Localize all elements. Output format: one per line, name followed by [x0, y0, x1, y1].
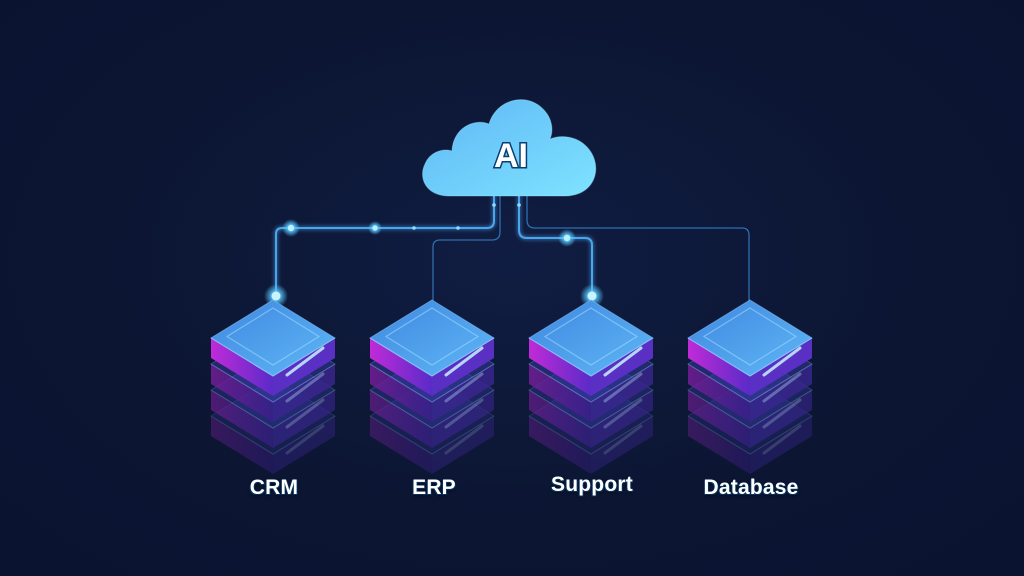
server-layer	[210, 299, 336, 396]
node-label-support: Support	[551, 473, 633, 496]
server-stack-icon	[369, 299, 495, 474]
connection-line-support	[518, 195, 593, 297]
connection-lines	[275, 195, 750, 303]
server-nodes	[210, 299, 813, 474]
signal-dot	[271, 291, 281, 301]
signal-dot	[587, 291, 597, 301]
node-label-crm: CRM	[249, 476, 299, 499]
connection-line-database	[526, 195, 750, 303]
server-layer	[687, 299, 813, 396]
ai-cloud-hub: AI	[422, 99, 597, 197]
signal-dot	[287, 224, 295, 232]
connection-line-crm	[275, 195, 495, 297]
signal-dot	[517, 203, 521, 207]
signal-dots	[264, 203, 604, 308]
signal-dot	[372, 225, 378, 231]
server-stack-icon	[687, 299, 813, 474]
signal-dot	[492, 203, 496, 207]
node-label-erp: ERP	[412, 476, 456, 499]
server-stack-icon	[210, 299, 336, 474]
node-label-database: Database	[703, 476, 799, 499]
signal-dot	[412, 226, 416, 230]
server-layer	[369, 299, 495, 396]
signal-dot	[456, 226, 460, 230]
server-stack-icon	[528, 299, 654, 474]
cloud-icon	[422, 99, 597, 197]
server-layer	[528, 299, 654, 396]
connection-line-erp	[432, 195, 501, 303]
signal-dot	[563, 234, 571, 242]
hub-label: AI	[494, 137, 528, 175]
